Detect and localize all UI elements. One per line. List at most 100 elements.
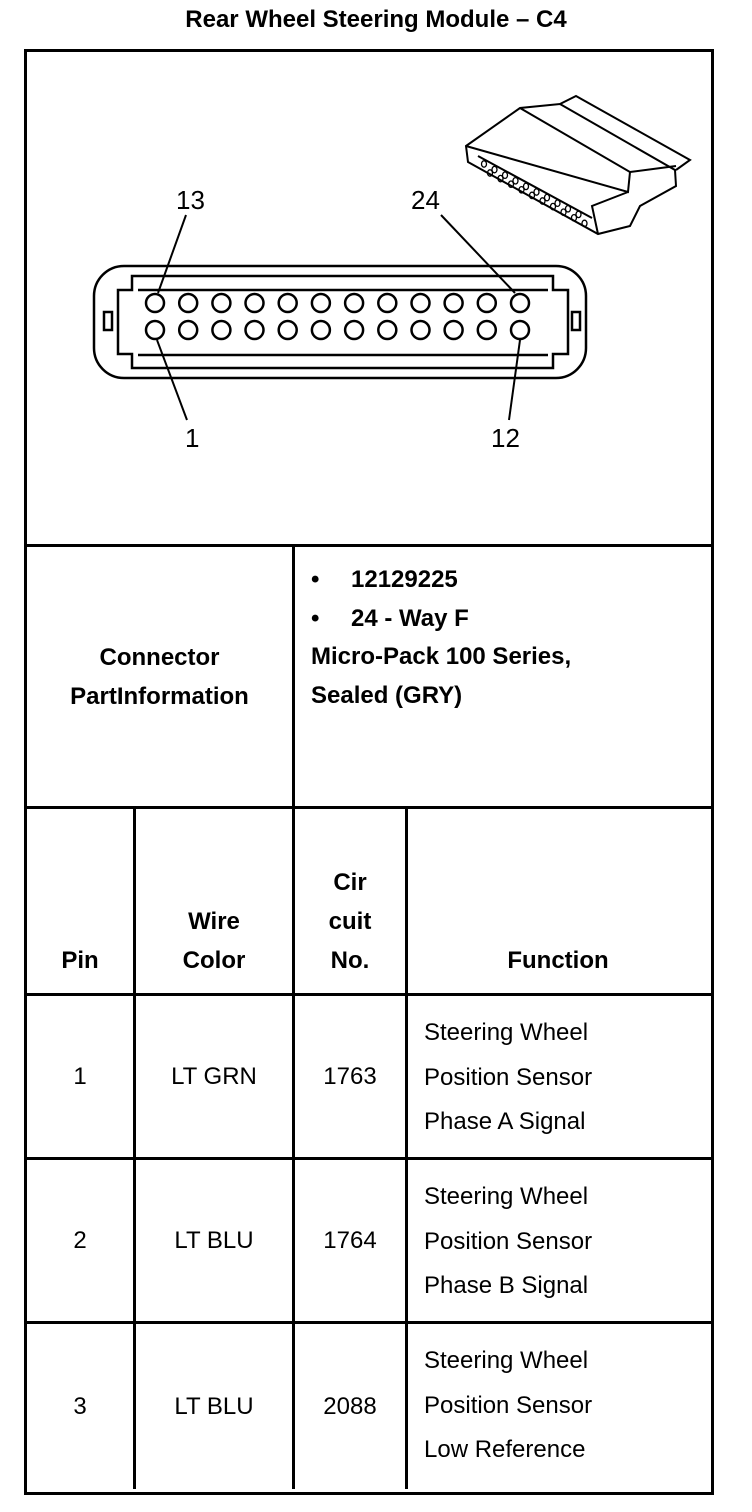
part-number: 12129225 xyxy=(351,566,458,593)
row3-function: Steering Wheel Position Sensor Low Refer… xyxy=(424,1339,592,1473)
pin-label-13: 13 xyxy=(176,185,205,215)
pin-label-24: 24 xyxy=(411,185,440,215)
pin-cavity xyxy=(509,319,531,341)
iso-pin-hole xyxy=(581,219,588,228)
pin-cavity xyxy=(177,292,199,314)
row3-function-line3: Low Reference xyxy=(424,1436,586,1463)
leader-line-1 xyxy=(156,339,188,421)
iso-pin-hole xyxy=(507,180,515,189)
row2-function: Steering Wheel Position Sensor Phase B S… xyxy=(424,1175,592,1309)
iso-pin-hole xyxy=(522,182,530,191)
iso-pin-hole xyxy=(554,199,561,208)
row2-pin: 2 xyxy=(73,1226,87,1254)
iso-pin-hole xyxy=(533,188,540,196)
pin-cavity xyxy=(277,319,298,341)
pin-cavity xyxy=(244,292,265,314)
row2-circuit: 1764 xyxy=(323,1226,377,1254)
leader-line-13 xyxy=(157,214,187,294)
pin-cavity xyxy=(277,292,298,314)
pin-cavity xyxy=(310,319,332,341)
pin-cavity xyxy=(377,319,398,341)
header-wire-color: Wire Color xyxy=(136,902,292,980)
header-circuit-line2: cuit xyxy=(328,908,372,935)
connector-body xyxy=(116,274,570,370)
connector-series: Micro-Pack 100 Series, xyxy=(311,643,572,670)
iso-pin-hole xyxy=(564,204,572,213)
connector-way: 24 - Way F xyxy=(351,604,469,632)
iso-pin-hole xyxy=(575,210,582,219)
connector-3d-icon xyxy=(464,94,692,236)
iso-pin-hole xyxy=(549,202,557,211)
pin-cavity xyxy=(476,319,498,341)
pin-cavity xyxy=(211,319,232,341)
pin-cavity xyxy=(443,319,464,341)
pin-label-1: 1 xyxy=(185,423,200,453)
pin-cavity xyxy=(377,292,398,314)
row1-wire-color: LT GRN xyxy=(171,1062,257,1090)
iso-pin-hole xyxy=(543,193,551,202)
header-function: Function xyxy=(507,947,609,974)
row2-wire-color: LT BLU xyxy=(174,1226,254,1254)
page-title: Rear Wheel Steering Module – C4 xyxy=(185,6,567,33)
header-wire-color-line2: Color xyxy=(182,947,246,974)
pin-cavity xyxy=(144,292,166,314)
pin-label-12: 12 xyxy=(491,423,520,453)
divider xyxy=(133,806,136,1489)
iso-pin-hole xyxy=(570,213,578,222)
part-info-details: • 12129225 • 24 - Way F Micro-Pack 100 Ser… xyxy=(311,561,571,715)
row1-function: Steering Wheel Position Sensor Phase A S… xyxy=(424,1011,592,1145)
connector-table-frame xyxy=(24,49,714,1495)
leader-line-24 xyxy=(440,214,516,294)
pin-cavity xyxy=(410,319,431,341)
row3-circuit: 2088 xyxy=(323,1392,377,1420)
iso-pin-hole xyxy=(486,169,494,177)
connector-housing xyxy=(92,264,588,380)
pin-cavity xyxy=(343,292,365,314)
row1-function-line1: Steering Wheel xyxy=(424,1019,589,1046)
divider xyxy=(24,544,711,547)
header-circuit-no: Cir cuit No. xyxy=(295,863,405,980)
pin-cavity xyxy=(476,292,498,314)
header-pin: Pin xyxy=(61,947,99,974)
row1-circuit: 1763 xyxy=(323,1062,377,1090)
header-circuit-line1: Cir xyxy=(333,869,367,896)
part-info-label: Connector PartInformation xyxy=(27,547,292,806)
iso-pin-hole xyxy=(480,160,488,168)
pin-cavity xyxy=(310,292,332,314)
divider xyxy=(24,806,711,809)
pin-cavity xyxy=(144,319,166,341)
pin-cavity xyxy=(410,292,431,314)
iso-pin-hole xyxy=(501,171,509,180)
row3-wire-color: LT BLU xyxy=(174,1392,254,1420)
pin-cavity xyxy=(343,319,365,341)
pin-cavity xyxy=(509,292,531,314)
iso-pin-hole xyxy=(497,174,504,183)
bullet-icon: • xyxy=(311,566,320,593)
pin-cavity xyxy=(244,319,265,341)
divider xyxy=(24,993,711,996)
bullet-icon: • xyxy=(311,604,320,632)
pin-cavity xyxy=(443,292,464,314)
row2-function-line2: Position Sensor xyxy=(424,1227,593,1255)
pin-cavity xyxy=(177,319,199,341)
part-info-label-line2: PartInformation xyxy=(70,682,249,710)
row1-function-line3: Phase A Signal xyxy=(424,1108,586,1135)
divider xyxy=(292,544,295,1489)
header-circuit-line3: No. xyxy=(330,947,370,974)
iso-pin-hole xyxy=(518,185,525,194)
header-wire-color-line1: Wire xyxy=(188,908,240,935)
row2-function-line1: Steering Wheel xyxy=(424,1183,589,1210)
row2-function-line3: Phase B Signal xyxy=(424,1272,589,1299)
row1-function-line2: Position Sensor xyxy=(424,1063,593,1091)
row3-function-line2: Position Sensor xyxy=(424,1391,593,1419)
divider xyxy=(24,1157,711,1160)
divider xyxy=(405,806,408,1489)
leader-line-12 xyxy=(508,339,521,421)
iso-pin-hole xyxy=(491,165,498,174)
row3-function-line1: Steering Wheel xyxy=(424,1347,589,1374)
iso-pin-hole xyxy=(560,208,567,217)
divider xyxy=(24,1321,711,1324)
row3-pin: 3 xyxy=(73,1392,87,1420)
row1-pin: 1 xyxy=(73,1062,87,1090)
connector-sealed: Sealed (GRY) xyxy=(311,681,463,709)
